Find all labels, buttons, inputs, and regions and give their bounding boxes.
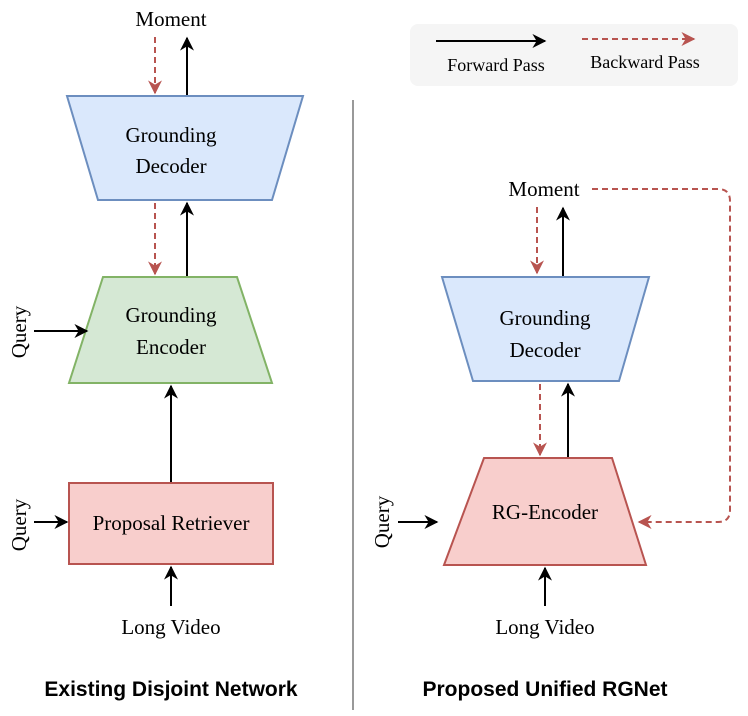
rg-encoder-label: RG-Encoder [492, 500, 598, 524]
right-panel-title: Proposed Unified RGNet [422, 678, 667, 701]
right-grounding-decoder [440, 276, 651, 382]
left-query-label-retriever: Query [7, 498, 31, 551]
right-decoder-line1: Grounding [500, 306, 591, 330]
left-video-label: Long Video [121, 615, 220, 639]
left-encoder-line2: Encoder [136, 335, 206, 359]
retriever-label: Proposal Retriever [93, 511, 250, 535]
left-encoder-line1: Grounding [126, 303, 217, 327]
left-decoder-line1: Grounding [126, 123, 217, 147]
legend-backward-label: Backward Pass [590, 52, 699, 72]
legend-forward-label: Forward Pass [447, 55, 545, 75]
rg-encoder [442, 457, 648, 566]
right-backward-loop-arrow [592, 188, 731, 529]
left-moment-label: Moment [135, 7, 206, 31]
left-query-label-encoder: Query [7, 305, 31, 358]
right-decoder-line2: Decoder [509, 338, 580, 362]
left-grounding-encoder [67, 276, 274, 384]
proposal-retriever [68, 482, 274, 565]
right-moment-label: Moment [508, 177, 579, 201]
left-panel-title: Existing Disjoint Network [44, 678, 298, 701]
left-decoder-line2: Decoder [135, 154, 206, 178]
right-video-label: Long Video [495, 615, 594, 639]
right-panel: Moment Grounding Decoder RG-Encoder Quer… [370, 177, 731, 701]
legend: Forward Pass Backward Pass [410, 24, 738, 86]
left-panel: Moment Grounding Decoder Grounding Encod… [7, 7, 305, 701]
left-grounding-decoder [65, 95, 305, 201]
right-query-label: Query [370, 495, 394, 548]
